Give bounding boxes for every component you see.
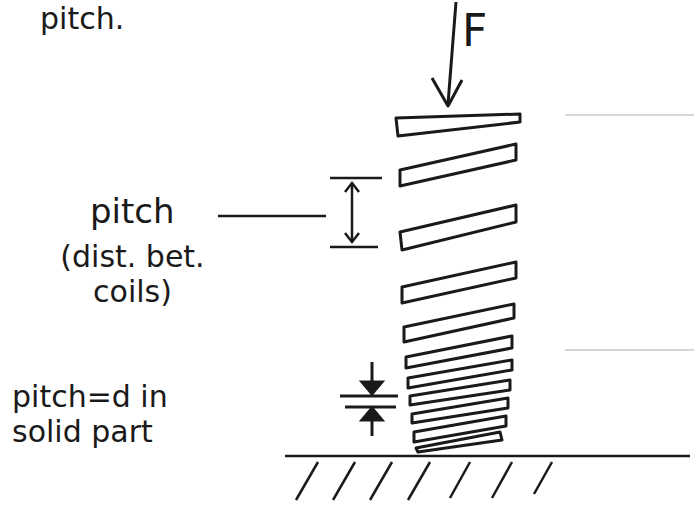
pitch-note: (dist. bet. coils) <box>40 240 225 309</box>
ground-hatch <box>285 456 690 500</box>
spring-coils <box>396 114 520 452</box>
heading-fragment: pitch. <box>40 2 210 37</box>
solid-pitch-marker <box>340 362 398 436</box>
pitch-label: pitch <box>90 192 215 231</box>
force-label: F <box>462 6 512 57</box>
notebook-rules <box>565 115 694 350</box>
pitch-marker <box>218 178 382 247</box>
force-arrow <box>432 2 462 106</box>
solid-pitch-note: pitch=d in solid part <box>12 380 217 449</box>
